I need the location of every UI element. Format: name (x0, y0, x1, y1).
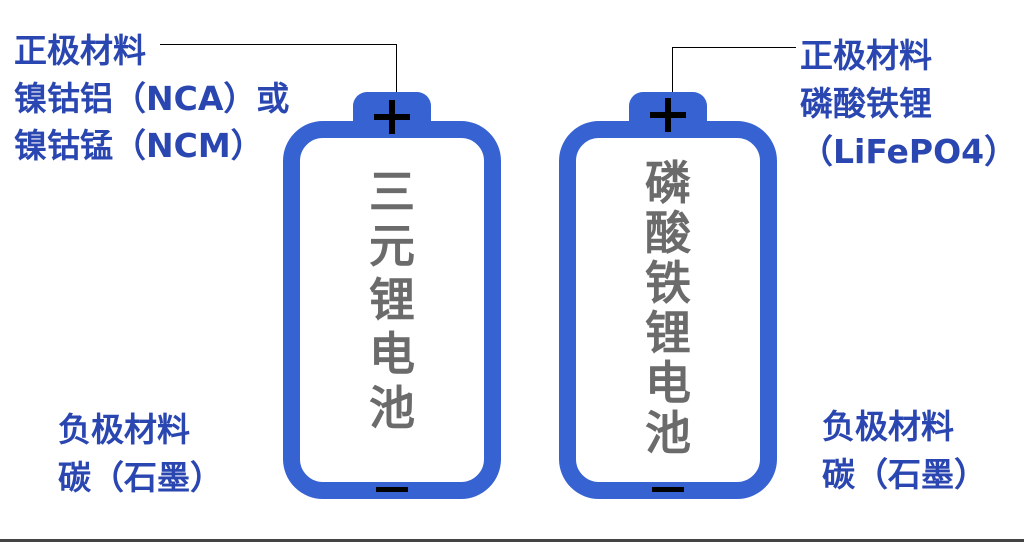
left-battery-title-char: 元 (369, 219, 415, 273)
left-cathode-connector-vertical (396, 44, 397, 94)
right-cathode-connector-horizontal (672, 47, 796, 48)
left-battery-title-char: 锂 (369, 273, 415, 327)
right-anode-heading: 负极材料 (822, 407, 954, 446)
right-anode-material: 碳（石墨） (822, 455, 987, 494)
right-battery-body (559, 121, 777, 499)
left-battery-title-char: 三 (369, 165, 415, 219)
left-battery-title-char: 池 (369, 381, 415, 435)
right-battery-plus-icon-stem (665, 98, 671, 132)
right-cathode-connector-vertical (672, 47, 673, 94)
left-battery-body (283, 121, 501, 499)
right-battery-title-char: 酸 (645, 206, 691, 260)
left-anode-material: 碳（石墨） (58, 458, 223, 497)
right-battery-title-char: 铁 (645, 256, 691, 310)
right-cathode-material-line2: （LiFePO4） (800, 132, 1018, 171)
left-battery-title: 三 元 锂 电 池 (362, 165, 422, 435)
right-battery-title: 磷 酸 铁 锂 电 池 (638, 158, 698, 458)
left-battery-title-char: 电 (369, 327, 415, 381)
bottom-divider (0, 539, 1024, 542)
left-battery-plus-icon-stem (389, 100, 395, 134)
right-battery-title-char: 锂 (645, 306, 691, 360)
left-battery-minus-icon (376, 487, 408, 492)
right-battery-title-char: 电 (645, 356, 691, 410)
left-cathode-connector-horizontal (160, 44, 397, 45)
right-cathode-heading: 正极材料 (800, 36, 932, 75)
right-battery-title-char: 池 (645, 406, 691, 460)
left-cathode-material-line1: 镍钴铝（NCA）或 (14, 79, 290, 118)
left-cathode-heading: 正极材料 (14, 31, 146, 70)
right-cathode-material-line1: 磷酸铁锂 (800, 84, 932, 123)
right-battery-minus-icon (652, 487, 684, 492)
left-cathode-material-line2: 镍钴锰（NCM） (14, 126, 264, 165)
right-battery-title-char: 磷 (645, 156, 691, 210)
left-anode-heading: 负极材料 (58, 410, 190, 449)
